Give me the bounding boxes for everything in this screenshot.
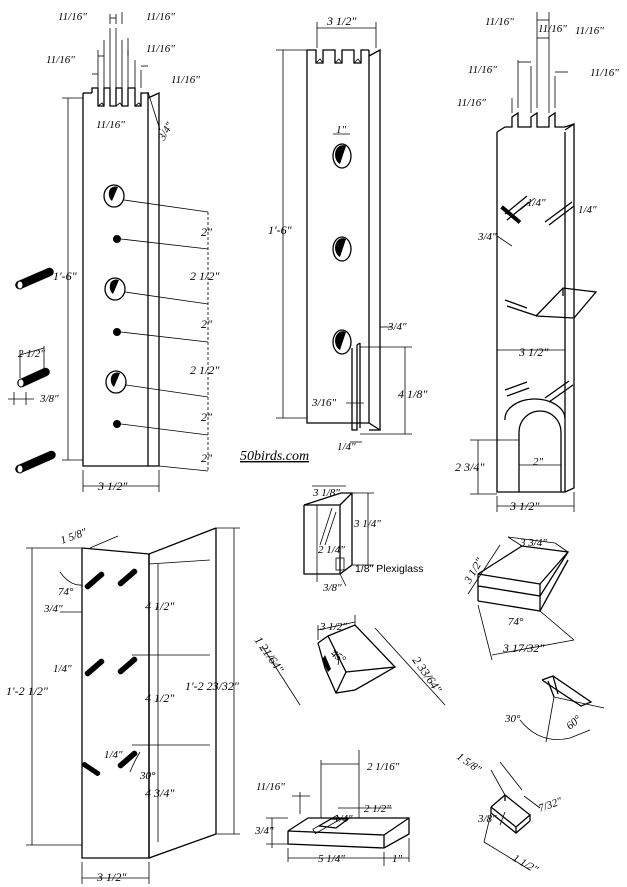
perch-block (467, 536, 575, 661)
post-c-notch-3: 11/16" (468, 64, 497, 76)
angled-c: 3/8" (477, 813, 497, 825)
site-watermark: 50birds.com (240, 449, 309, 464)
plexi-height: 3 1/4" (353, 518, 381, 530)
post-c (470, 12, 598, 512)
plexi-inner: 2 1/4" (318, 544, 345, 556)
post-a-spacing-5: 2" (201, 410, 213, 424)
post-d-top: 1 5/8" (59, 526, 89, 547)
post-d-seg2: 4 1/2" (145, 691, 175, 705)
post-d-total: 1'-2 23/32" (185, 679, 240, 693)
plexi-label: 1/8" Plexiglass (355, 563, 424, 575)
post-b (276, 22, 412, 443)
dowels (8, 267, 56, 474)
post-a-spacing-1: 2" (201, 225, 213, 239)
post-b-groove-len: 4 1/8" (398, 387, 428, 401)
post-d (26, 527, 240, 884)
plexi-width: 3 1/8" (312, 487, 340, 499)
post-c-arch-w: 2" (533, 456, 544, 468)
base-g: 1" (392, 853, 403, 865)
post-c-notch-6: 11/16" (538, 23, 567, 35)
base-piece (266, 750, 410, 866)
post-c-notch-5: 11/16" (457, 97, 486, 109)
post-a (62, 12, 209, 492)
post-a-notch-5: 11/16" (171, 74, 200, 86)
angled-a: 1 5/8" (454, 751, 483, 776)
post-c-width: 3 1/2" (509, 499, 540, 513)
post-c-mid: 3 1/2" (518, 345, 549, 359)
wedge-left: 1 21/64" (252, 634, 288, 677)
base-a: 2 1/16" (367, 761, 400, 773)
post-a-spacing-6: 2" (201, 451, 213, 465)
post-a-notch-4: 11/16" (46, 54, 75, 66)
wedge-angle: 45° (328, 648, 348, 667)
post-d-slot2: 1/4" (104, 749, 123, 761)
perch-block-length: 3 17/32" (502, 641, 545, 655)
post-a-spacing-2: 2 1/2" (190, 269, 220, 283)
perch-block-top: 3 3/4" (519, 537, 547, 549)
post-a-notch-2: 11/16" (146, 11, 175, 23)
post-c-notch-2: 11/16" (575, 25, 604, 37)
wedge-top: 3 1/2" (319, 621, 347, 633)
base-c: 2 1/2" (364, 803, 391, 815)
post-a-notch-6: 11/16" (96, 119, 125, 131)
post-c-slot-2: 1/4" (578, 204, 597, 216)
post-d-seg3: 4 3/4" (145, 786, 175, 800)
post-c-notch-4: 11/16" (590, 67, 619, 79)
plexiglass-panel (303, 485, 374, 587)
small-perch-a1: 30° (504, 713, 521, 725)
post-d-angle: 74° (58, 586, 74, 598)
dowel-length: 2 1/2" (18, 348, 45, 360)
angled-d: 1 1/2" (511, 852, 541, 876)
post-d-height: 1'-2 1/2" (6, 684, 49, 698)
base-f: 5 1/4" (318, 853, 345, 865)
post-c-slot-1: 1/4" (527, 197, 546, 209)
post-d-slot: 1/4" (53, 663, 72, 675)
post-c-arch-h: 2 3/4" (455, 460, 485, 474)
small-perch (519, 675, 605, 743)
angled-piece (483, 761, 541, 871)
dowel-dia: 3/8" (39, 393, 59, 405)
post-a-notch-3: 11/16" (146, 43, 175, 55)
post-a-spacing-4: 2 1/2" (190, 363, 220, 377)
post-a-notch-1: 11/16" (58, 11, 87, 23)
angled-b: 7/32" (537, 795, 564, 815)
post-d-width: 3 1/2" (96, 870, 127, 884)
perch-block-angle: 74° (508, 616, 524, 628)
wedge-right: 2 33/64" (410, 654, 446, 697)
post-a-height: 1'-6" (53, 269, 78, 283)
post-c-edge: 3/4" (477, 231, 497, 243)
wedge (261, 615, 446, 706)
post-b-width: 3 1/2" (326, 14, 357, 28)
post-d-angle2: 30° (139, 770, 156, 782)
plexi-bottom: 3/8" (322, 582, 342, 594)
post-b-groove-depth: 3/4" (387, 321, 407, 333)
post-a-spacing-3: 2" (201, 317, 213, 331)
post-b-bottom: 1/4" (337, 441, 356, 453)
post-b-height: 1'-6" (268, 223, 293, 237)
base-d: 1/4" (334, 813, 353, 825)
post-d-edge: 3/4" (43, 603, 63, 615)
base-e: 3/4" (254, 825, 274, 837)
post-d-seg1: 4 1/2" (145, 599, 175, 613)
post-a-width: 3 1/2" (97, 479, 128, 493)
base-b: 11/16" (256, 781, 285, 793)
post-b-hole: 1" (336, 124, 347, 136)
small-perch-a2: 60° (564, 713, 584, 732)
post-b-groove: 3/16" (311, 397, 337, 409)
post-c-notch-1: 11/16" (485, 16, 514, 28)
